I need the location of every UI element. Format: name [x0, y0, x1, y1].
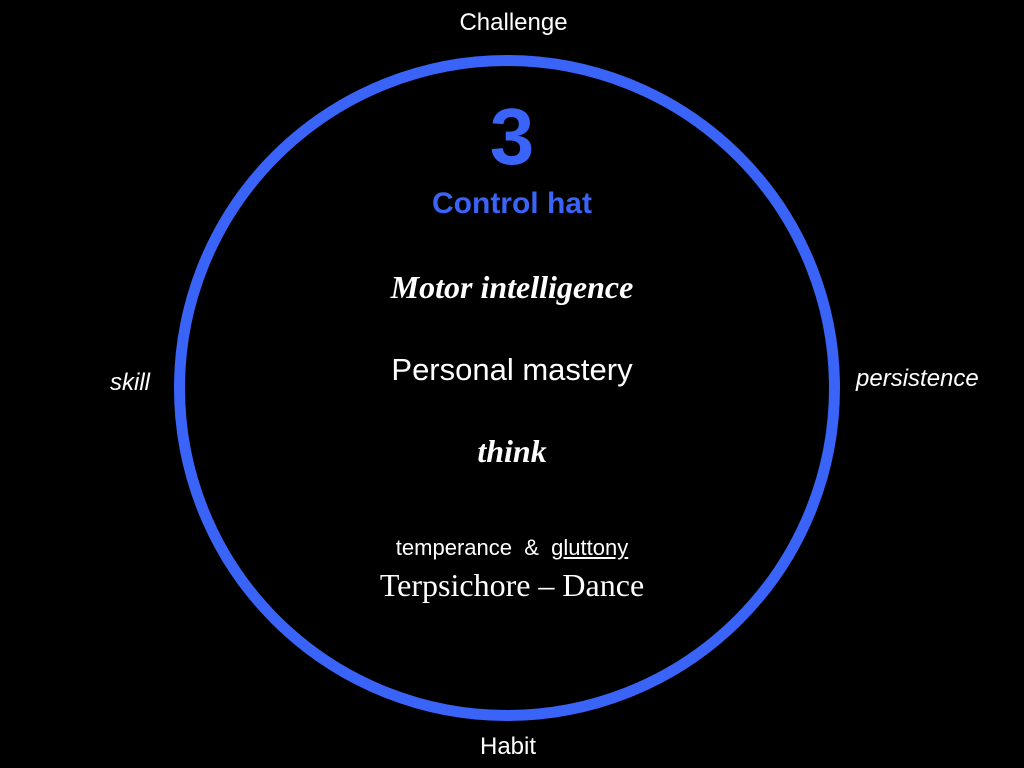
muse-text: Terpsichore – Dance	[379, 567, 645, 603]
vice-text: gluttony	[551, 535, 629, 560]
hat-ring	[174, 55, 840, 721]
connector-text: &	[524, 535, 539, 560]
label-persistence: persistence	[856, 365, 979, 392]
intelligence-type: Motor intelligence	[390, 269, 634, 305]
virtue-text: temperance	[395, 535, 512, 560]
hat-name: Control hat	[432, 187, 592, 220]
label-habit: Habit	[479, 733, 537, 760]
mode-text: think	[477, 433, 547, 469]
virtue-vice-line: temperance & gluttony	[0, 534, 1024, 562]
label-skill: skill	[110, 369, 150, 396]
label-challenge: Challenge	[459, 9, 568, 36]
mastery-text: Personal mastery	[391, 352, 633, 387]
hat-number: 3	[489, 92, 535, 181]
